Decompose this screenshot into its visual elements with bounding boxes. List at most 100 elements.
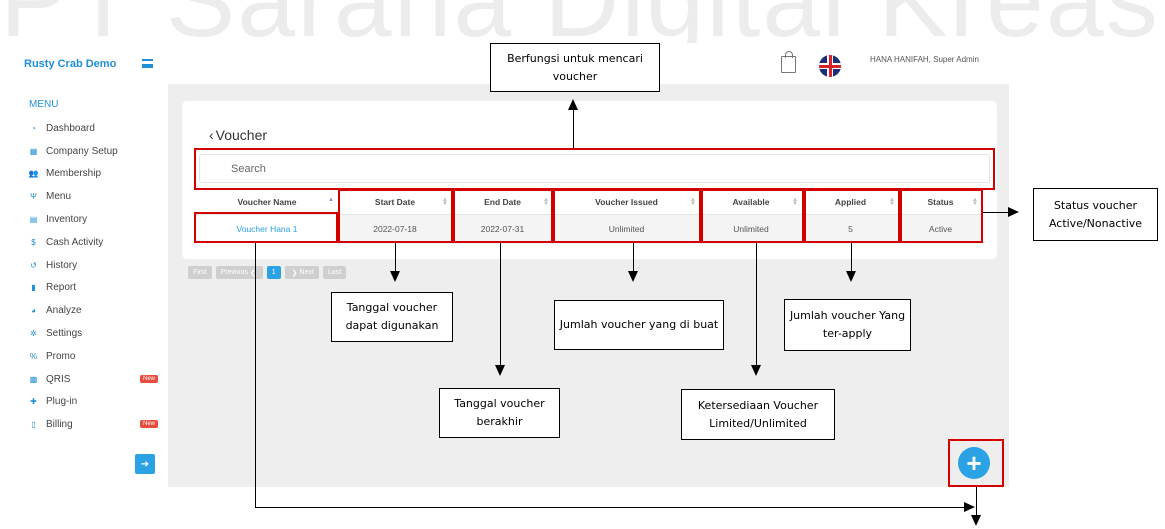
sidebar-item-inventory[interactable]: ▤ Inventory <box>28 208 163 231</box>
sidebar-item-label: QRIS <box>46 373 71 385</box>
column-header[interactable]: Status ▲▼ <box>899 190 982 215</box>
table-cell-status: Active <box>899 214 982 244</box>
applied-highlight <box>804 189 900 243</box>
table-cell-start: 2022-07-18 <box>338 214 452 244</box>
column-header-label: Status <box>927 196 954 207</box>
new-badge: New <box>139 420 158 429</box>
sort-icon[interactable]: ▲▼ <box>889 197 895 207</box>
sidebar-item-promo[interactable]: % Promo <box>28 345 163 368</box>
first-page-button[interactable]: First <box>188 266 212 279</box>
chevron-left-icon: ❮ <box>249 269 256 277</box>
sidebar-item-label: Analyze <box>46 305 82 317</box>
arrow-line <box>983 212 1009 213</box>
page-number-button[interactable]: 1 <box>266 266 281 279</box>
callout-end-date: Tanggal voucher berakhir <box>439 388 560 438</box>
table-cell-applied: 5 <box>802 214 899 244</box>
issued-highlight <box>553 189 701 243</box>
sidebar-item-label: Inventory <box>46 214 88 226</box>
file-icon: ▮ <box>31 283 36 293</box>
arrow-line <box>851 243 852 271</box>
column-header[interactable]: Voucher Name ▲ <box>196 190 338 215</box>
receipt-icon: ▯ <box>31 420 36 430</box>
column-header-label: Voucher Name <box>237 196 297 207</box>
sidebar-item-label: Menu <box>46 191 72 203</box>
arrow-down-icon <box>495 365 505 376</box>
sidebar-item-label: Promo <box>46 350 76 362</box>
table-cell-end: 2022-07-31 <box>452 214 553 244</box>
sort-icon[interactable]: ▲▼ <box>543 197 549 207</box>
new-badge: New <box>139 374 158 383</box>
column-header[interactable]: Applied▲▼ <box>802 190 899 215</box>
users-icon: 👥 <box>28 169 39 179</box>
sort-icon[interactable]: ▲▼ <box>690 197 696 207</box>
column-header[interactable]: End Date ▲▼ <box>452 190 553 215</box>
pie-chart-icon: ◕ <box>31 306 36 316</box>
sidebar-item-label: Dashboard <box>46 122 95 134</box>
column-header[interactable]: Available ▲▼ <box>700 190 802 215</box>
sidebar-item-report[interactable]: ▮Report <box>28 277 163 300</box>
arrow-line <box>500 243 501 365</box>
column-header-label: Available <box>732 196 770 207</box>
sidebar-item-label: Cash Activity <box>46 236 104 248</box>
last-page-button[interactable]: Last <box>322 266 347 279</box>
column-header-label: Start Date <box>374 196 416 207</box>
end-date-highlight <box>453 189 553 243</box>
next-label: Next <box>299 269 314 276</box>
sidebar-item-membership[interactable]: 👥Membership <box>28 163 163 186</box>
column-header[interactable]: Start Date ▲▼ <box>338 190 452 215</box>
column-header-label: End Date <box>484 196 521 207</box>
shopping-bag-icon[interactable] <box>781 51 796 73</box>
percent-icon: % <box>29 351 38 361</box>
column-header[interactable]: Voucher Issued▲▼ <box>553 190 700 215</box>
logout-button[interactable]: ➜ <box>135 454 155 474</box>
cutlery-icon: Ψ <box>30 192 37 202</box>
pagination: First Previous❮ 1 ❯Next Last <box>188 266 350 279</box>
menu-heading: MENU <box>29 99 59 110</box>
chevron-right-icon: ❯ <box>291 269 298 277</box>
brand-name: Rusty Crab Demo <box>24 58 117 70</box>
add-voucher-button[interactable]: + <box>958 447 990 479</box>
sort-icon[interactable]: ▲▼ <box>792 197 798 207</box>
sidebar-item-label: History <box>46 259 78 271</box>
sidebar-item-settings[interactable]: ✲Settings <box>28 322 163 345</box>
dollar-icon: $ <box>31 237 36 247</box>
uk-flag-icon[interactable] <box>819 55 841 77</box>
arrow-line <box>255 243 256 507</box>
search-input[interactable]: Search <box>199 154 990 183</box>
sidebar-item-menu[interactable]: Ψ Menu <box>28 185 163 208</box>
arrow-line <box>633 243 634 271</box>
user-info[interactable]: HANA HANIFAH, Super Admin <box>870 55 979 64</box>
arrow-right-icon <box>964 502 975 512</box>
table-cell-issued: Unlimited <box>553 214 700 244</box>
arrow-line <box>573 109 574 148</box>
arrow-up-icon <box>568 99 578 110</box>
start-date-highlight <box>338 189 453 243</box>
arrow-down-icon <box>628 271 638 282</box>
sort-icon[interactable]: ▲ <box>328 197 334 203</box>
previous-page-button[interactable]: Previous❮ <box>215 266 263 279</box>
sidebar-item-history[interactable]: ↺ History <box>28 254 163 277</box>
sidebar-item-dashboard[interactable]: ◔Dashboard <box>28 117 163 140</box>
chevron-left-icon[interactable]: ‹ <box>209 127 214 143</box>
next-page-button[interactable]: ❯Next <box>284 266 319 279</box>
sort-icon[interactable]: ▲▼ <box>442 197 448 207</box>
page-title[interactable]: ‹ Voucher <box>209 127 267 143</box>
page-title-text: Voucher <box>215 127 268 143</box>
table-cell-name[interactable]: Voucher Hana 1 <box>196 214 338 244</box>
callout-available: Ketersediaan Voucher Limited/Unlimited <box>681 389 835 440</box>
arrow-down-icon <box>390 271 400 282</box>
sort-icon[interactable]: ▲▼ <box>972 197 978 207</box>
sidebar-item-analyze[interactable]: ◕ Analyze <box>28 299 163 322</box>
callout-start-date: Tanggal voucher dapat digunakan <box>331 292 453 342</box>
hamburger-icon[interactable] <box>142 59 153 68</box>
box-icon: ▤ <box>29 215 38 225</box>
sidebar-item-plug-in[interactable]: ✚Plug-in <box>28 391 163 414</box>
sidebar-item-company-setup[interactable]: ▦Company Setup <box>28 140 163 163</box>
sidebar-item-cash-activity[interactable]: $ Cash Activity <box>28 231 163 254</box>
sidebar-item-label: Settings <box>46 328 83 340</box>
voucher-name-highlight <box>194 212 338 243</box>
history-icon: ↺ <box>30 260 37 270</box>
